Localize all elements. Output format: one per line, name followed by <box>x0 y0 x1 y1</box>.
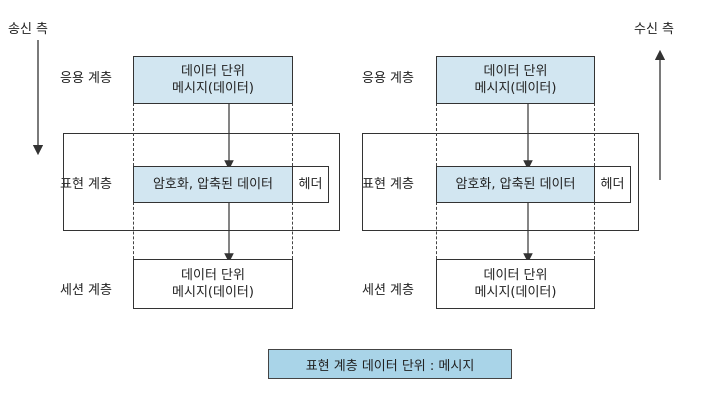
sender-app-box-line1: 데이터 단위 <box>181 64 245 79</box>
caption-box: 표현 계층 데이터 단위 : 메시지 <box>268 349 512 379</box>
receiver-encoded-data-box: 암호화, 압축된 데이터 <box>436 166 595 203</box>
receiver-guide-right-upper <box>594 103 595 166</box>
sender-header-box: 헤더 <box>292 166 329 203</box>
receiver-guide-left-lower <box>436 202 437 259</box>
sender-guide-right-upper <box>292 103 293 166</box>
sender-presentation-frame <box>63 133 340 231</box>
receiver-app-box-line1: 데이터 단위 <box>483 64 548 79</box>
sender-app-data-box: 데이터 단위 메시지(데이터) <box>133 56 293 104</box>
sender-session-box-line2: 메시지(데이터) <box>172 285 254 300</box>
sender-application-layer-label: 응용 계층 <box>60 71 112 86</box>
receiver-encoded-data-label: 암호화, 압축된 데이터 <box>455 177 576 192</box>
sender-guide-left-upper <box>133 103 134 166</box>
receiver-session-layer-label: 세션 계층 <box>362 283 414 298</box>
sender-side-label: 송신 측 <box>8 22 49 37</box>
receiver-presentation-layer-label: 표현 계층 <box>362 177 414 192</box>
sender-encoded-data-label: 암호화, 압축된 데이터 <box>152 177 274 192</box>
caption-text: 표현 계층 데이터 단위 : 메시지 <box>305 358 475 374</box>
sender-guide-left-lower <box>133 202 134 259</box>
sender-session-data-box: 데이터 단위 메시지(데이터) <box>133 259 293 309</box>
receiver-app-data-box: 데이터 단위 메시지(데이터) <box>436 56 595 104</box>
receiver-application-layer-label: 응용 계층 <box>362 71 414 86</box>
receiver-session-box-line2: 메시지(데이터) <box>474 285 557 300</box>
receiver-header-label: 헤더 <box>600 177 625 192</box>
receiver-presentation-frame <box>362 133 639 231</box>
receiver-session-data-box: 데이터 단위 메시지(데이터) <box>436 259 595 309</box>
sender-presentation-layer-label: 표현 계층 <box>60 177 112 192</box>
sender-session-layer-label: 세션 계층 <box>60 283 112 298</box>
sender-header-label: 헤더 <box>298 177 323 192</box>
sender-session-box-line1: 데이터 단위 <box>181 268 245 283</box>
receiver-session-box-line1: 데이터 단위 <box>483 268 548 283</box>
receiver-guide-left-upper <box>436 103 437 166</box>
receiver-side-label: 수신 측 <box>634 22 675 37</box>
sender-encoded-data-box: 암호화, 압축된 데이터 <box>133 166 293 203</box>
receiver-app-box-line2: 메시지(데이터) <box>474 81 557 96</box>
sender-guide-right-lower <box>292 202 293 259</box>
sender-app-box-line2: 메시지(데이터) <box>172 81 254 96</box>
receiver-guide-right-lower <box>594 202 595 259</box>
receiver-header-box: 헤더 <box>594 166 631 203</box>
